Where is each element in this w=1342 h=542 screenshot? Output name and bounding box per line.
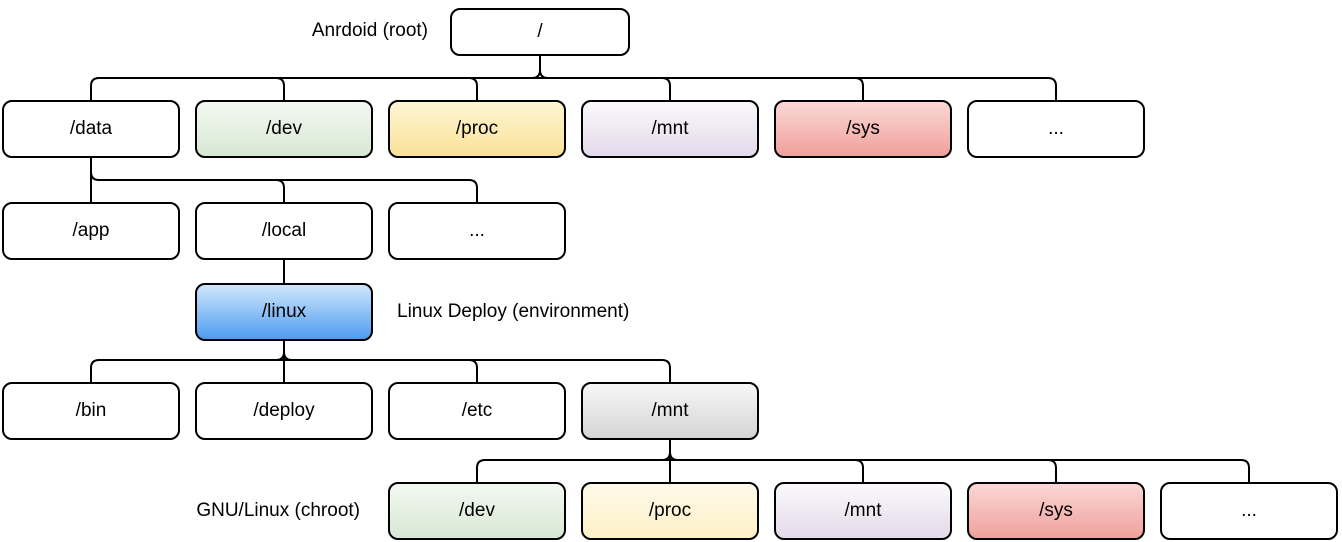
node-ellipsis-data: ... xyxy=(388,202,566,260)
node-data: /data xyxy=(2,100,180,158)
node-sys-android: /sys xyxy=(774,100,952,158)
node-mnt-chroot: /mnt xyxy=(774,482,952,540)
node-sys-chroot: /sys xyxy=(967,482,1145,540)
node-dev-android: /dev xyxy=(195,100,373,158)
node-root: / xyxy=(450,8,630,56)
node-mnt-android: /mnt xyxy=(581,100,759,158)
node-linux: /linux xyxy=(195,283,373,341)
node-mnt-linux: /mnt xyxy=(581,382,759,440)
label-linux-deploy-environment: Linux Deploy (environment) xyxy=(397,301,630,322)
node-proc-chroot: /proc xyxy=(581,482,759,540)
node-bin: /bin xyxy=(2,382,180,440)
node-etc: /etc xyxy=(388,382,566,440)
node-local: /local xyxy=(195,202,373,260)
label-gnu-linux-chroot: GNU/Linux (chroot) xyxy=(196,500,360,521)
node-deploy: /deploy xyxy=(195,382,373,440)
node-dev-chroot: /dev xyxy=(388,482,566,540)
node-app: /app xyxy=(2,202,180,260)
node-proc-android: /proc xyxy=(388,100,566,158)
node-ellipsis-chroot: ... xyxy=(1160,482,1338,540)
node-ellipsis-android: ... xyxy=(967,100,1145,158)
label-android-root: Anrdoid (root) xyxy=(311,20,428,41)
